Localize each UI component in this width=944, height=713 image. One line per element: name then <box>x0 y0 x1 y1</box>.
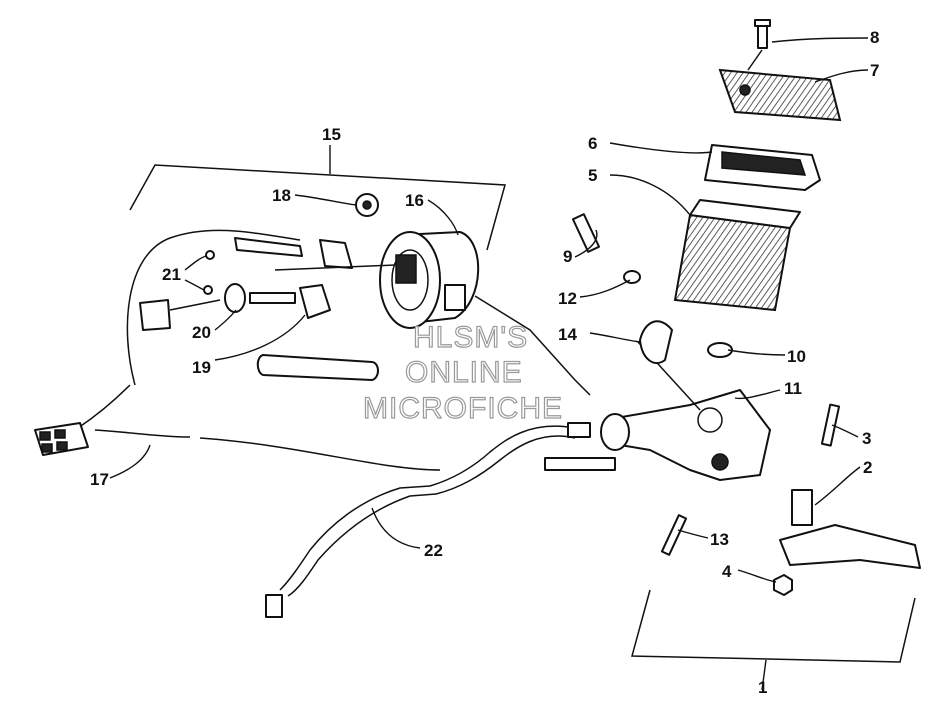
watermark-line-3: MICROFICHE <box>363 392 563 425</box>
callout-3: 3 <box>862 429 871 448</box>
handlebar-grip <box>256 354 379 381</box>
callout-20: 20 <box>192 323 211 342</box>
switch-housing-16 <box>379 231 591 396</box>
callout-12: 12 <box>558 289 577 308</box>
wire-harness-17 <box>34 229 441 471</box>
bolt-3 <box>820 403 841 447</box>
callout-8: 8 <box>870 28 879 47</box>
callout-10: 10 <box>787 347 806 366</box>
callout-16: 16 <box>405 191 424 210</box>
watermark: HLSM'S ONLINE MICROFICHE <box>362 320 563 425</box>
cover-7 <box>718 68 842 122</box>
master-cylinder-11 <box>600 341 771 481</box>
callout-6: 6 <box>588 134 597 153</box>
callout-7: 7 <box>870 61 879 80</box>
gasket-6 <box>704 144 821 191</box>
callout-19: 19 <box>192 358 211 377</box>
lever-2 <box>779 489 921 569</box>
watermark-line-1: HLSM'S <box>413 321 528 354</box>
nut-18 <box>355 193 379 217</box>
callout-4: 4 <box>722 562 732 581</box>
assembly-bracket-1 <box>631 589 916 691</box>
screw-8 <box>747 19 771 71</box>
callout-9: 9 <box>563 247 572 266</box>
assembly-bracket-15 <box>129 145 506 251</box>
washer-12 <box>623 270 641 284</box>
callout-21: 21 <box>162 265 181 284</box>
callout-11: 11 <box>784 379 802 398</box>
switch-parts-19-20-21 <box>139 237 396 331</box>
nut-4 <box>773 574 793 596</box>
brake-hose-22 <box>265 422 616 618</box>
callout-18: 18 <box>272 186 291 205</box>
callout-1: 1 <box>758 678 767 697</box>
callout-13: 13 <box>710 530 729 549</box>
callout-22: 22 <box>424 541 443 560</box>
callout-15: 15 <box>322 125 341 144</box>
callout-labels: 1 2 3 4 5 6 7 8 9 10 11 12 13 14 15 16 1… <box>90 28 879 697</box>
reservoir-5 <box>673 199 801 312</box>
watermark-line-2: ONLINE <box>405 356 523 389</box>
clamp-14 <box>639 320 673 365</box>
callout-17: 17 <box>90 470 109 489</box>
bolt-9 <box>571 213 601 253</box>
screw-13 <box>660 514 688 556</box>
callout-5: 5 <box>588 166 597 185</box>
callout-14: 14 <box>558 325 577 344</box>
leader-lines <box>109 37 869 583</box>
callout-2: 2 <box>863 458 872 477</box>
